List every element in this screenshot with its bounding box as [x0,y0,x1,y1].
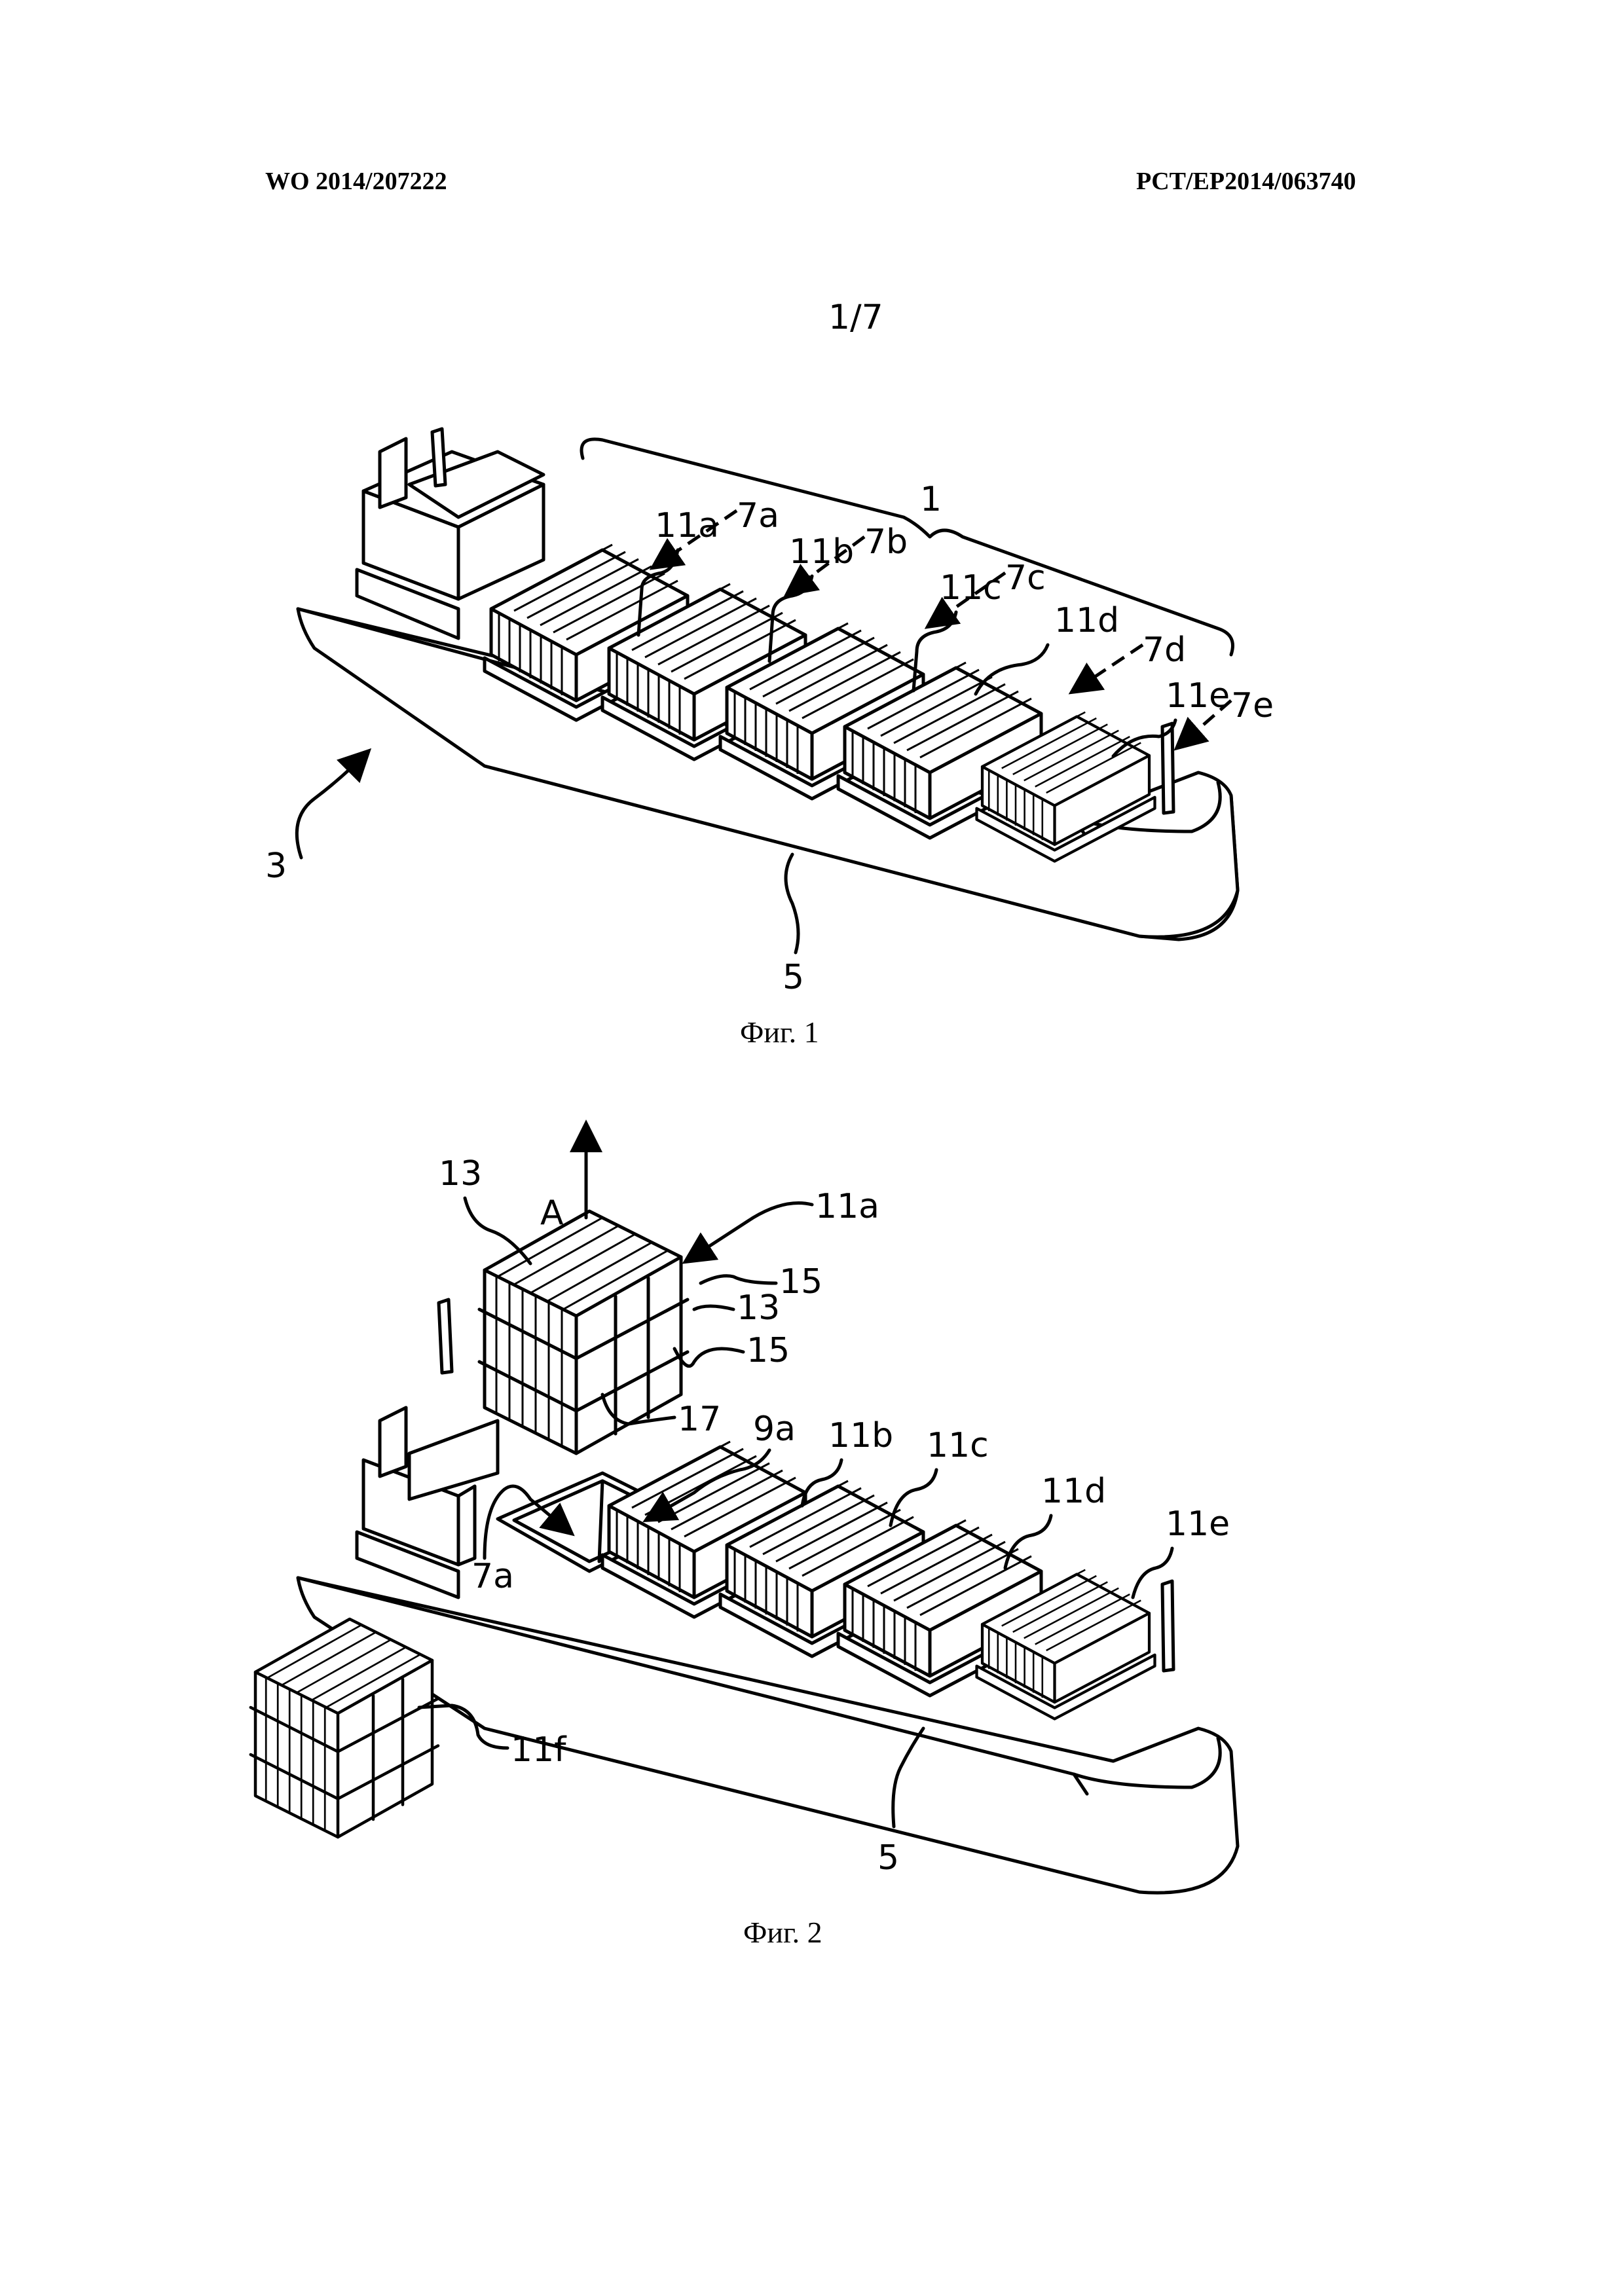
label-11d: 11d [1054,601,1119,640]
label-11c: 11c [927,1426,989,1465]
label-11c: 11c [940,568,1002,608]
application-number: PCT/EP2014/063740 [1136,168,1356,195]
label-7d: 7d [1143,630,1186,670]
leader-3 [295,748,372,860]
bow-mast [1160,721,1175,815]
label-15-side: 15 [747,1331,790,1370]
label-11a: 11a [815,1187,879,1226]
label-9a: 9a [753,1410,796,1449]
label-11e: 11e [1166,676,1230,716]
leader-5 [784,852,800,955]
bow-mast [1160,1579,1175,1673]
label-11a: 11a [655,506,719,545]
ship-superstructure [355,1298,500,1599]
label-5: 5 [877,1838,899,1878]
battery-unit-11a-lifted [479,1211,688,1453]
ship-superstructure [355,427,545,640]
label-7b: 7b [864,522,908,562]
label-11f: 11f [511,1730,567,1770]
battery-unit-11f [251,1619,438,1837]
label-11b: 11b [828,1416,893,1455]
bracket-1 [580,437,1234,657]
label-7e: 7e [1231,686,1274,725]
label-11d: 11d [1041,1472,1106,1511]
label-13-side: 13 [737,1288,780,1328]
label-13-top: 13 [439,1154,482,1194]
figure-1-caption: Фиг. 1 [740,1015,819,1049]
label-11e: 11e [1166,1504,1230,1544]
figure-1: 1 3 5 11a 7a 11b 7b 11c 7c 11d 7d 11e 7e [265,427,1274,997]
label-1: 1 [920,480,942,519]
ship-hull [296,1576,1240,1895]
label-5: 5 [783,958,804,997]
label-A: A [540,1194,564,1233]
publication-number: WO 2014/207222 [265,168,447,195]
figure-2-caption: Фиг. 2 [743,1916,822,1949]
sheet-number: 1/7 [828,298,883,337]
label-7a: 7a [737,496,779,536]
figure-2: A 13 11a 15 13 15 17 9a 7a 11b 11c 11d 1… [251,1120,1240,1895]
label-3: 3 [265,847,287,886]
label-15-top: 15 [779,1262,822,1302]
label-17: 17 [678,1400,721,1439]
label-7a: 7a [471,1557,514,1596]
label-7c: 7c [1005,558,1046,598]
leader-5 [891,1726,925,1829]
